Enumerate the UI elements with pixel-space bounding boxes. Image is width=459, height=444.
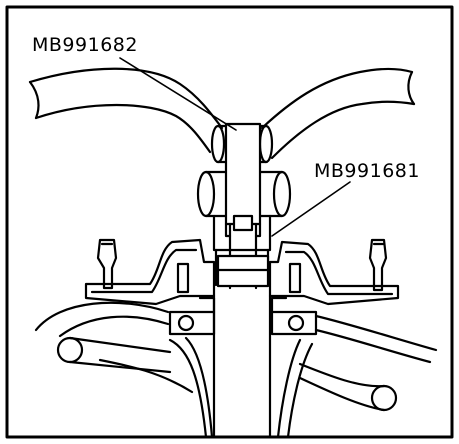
piston-rod [212, 294, 272, 439]
leader-line-mb991681 [271, 181, 351, 237]
callout-mb991682: MB991682 [30, 34, 140, 56]
leader-line-mb991682 [119, 57, 237, 131]
left-spring-coil [34, 301, 214, 439]
tool-handle-mb991682 [28, 67, 416, 164]
callout-mb991681: MB991681 [312, 160, 422, 182]
right-spring-coil [276, 314, 438, 439]
central-shaft [224, 122, 262, 290]
strut-mount-bracket [84, 238, 400, 306]
figure-border [5, 5, 454, 439]
bearing-seat [168, 296, 318, 336]
